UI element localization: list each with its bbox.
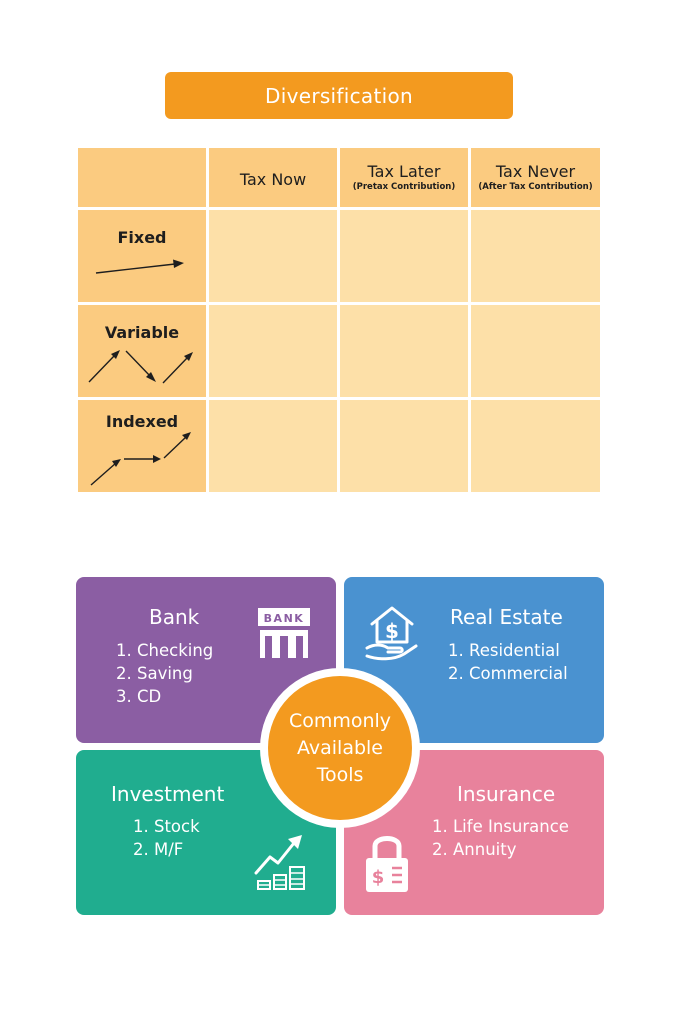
table-cell <box>340 210 468 302</box>
list-item: 2. M/F <box>133 840 184 859</box>
column-title: Tax Never <box>495 162 576 181</box>
column-title: Tax Now <box>239 170 307 189</box>
list-item: 2. Saving <box>116 664 193 683</box>
padlock-dollar-icon: $ <box>366 836 408 892</box>
list-item: 2. Commercial <box>448 664 568 683</box>
tool-title: Investment <box>111 782 225 806</box>
row-title: Fixed <box>117 228 167 247</box>
tool-item-list: 1. Life Insurance 2. Annuity <box>432 815 569 861</box>
row-header-fixed: Fixed <box>78 210 206 302</box>
tool-item-list: 1. Stock 2. M/F <box>133 815 200 861</box>
table-cell <box>471 305 600 397</box>
column-title: Tax Later <box>367 162 441 181</box>
bank-icon-label: BANK <box>264 612 305 625</box>
straight-arrow-icon <box>95 259 184 274</box>
bank-icon: BANK <box>258 608 310 658</box>
list-item: 1. Checking <box>116 641 214 660</box>
center-line: Tools <box>316 763 364 786</box>
column-header-tax-later: Tax Later (Pretax Contribution) <box>340 148 468 207</box>
growth-chart-icon <box>254 835 305 890</box>
table-cell <box>209 400 337 492</box>
tool-item-list: 1. Checking 2. Saving 3. CD <box>116 639 213 708</box>
page-title: Diversification <box>265 83 413 108</box>
row-header-variable: Variable <box>78 305 206 397</box>
tool-item-list: 1. Residential 2. Commercial <box>448 639 568 685</box>
svg-text:$: $ <box>372 867 385 888</box>
center-circle: Commonly Available Tools <box>268 676 412 820</box>
column-header-tax-now: Tax Now <box>209 148 337 207</box>
row-header-indexed: Indexed <box>78 400 206 492</box>
column-subtitle: (Pretax Contribution) <box>352 182 456 192</box>
tool-title: Insurance <box>457 782 556 806</box>
list-item: 1. Stock <box>133 817 200 836</box>
table-cell <box>340 305 468 397</box>
house-in-hand-icon: $ <box>365 606 418 661</box>
list-item: 3. CD <box>116 687 162 706</box>
title-banner: Diversification <box>165 72 513 119</box>
center-line: Available <box>296 736 383 759</box>
table-cell <box>209 305 337 397</box>
row-title: Variable <box>104 323 180 342</box>
table-cell <box>471 210 600 302</box>
svg-text:$: $ <box>385 619 399 643</box>
center-line: Commonly <box>288 709 392 732</box>
list-item: 2. Annuity <box>432 840 517 859</box>
stepped-arrows-icon <box>90 432 191 486</box>
list-item: 1. Life Insurance <box>432 817 569 836</box>
table-cell <box>471 400 600 492</box>
column-subtitle: (After Tax Contribution) <box>478 182 593 192</box>
list-item: 1. Residential <box>448 641 560 660</box>
table-cell <box>209 210 337 302</box>
tool-title: Real Estate <box>450 605 563 629</box>
tool-title: Bank <box>149 605 200 629</box>
table-cell <box>340 400 468 492</box>
zigzag-arrows-icon <box>88 350 193 384</box>
column-header-tax-never: Tax Never (After Tax Contribution) <box>471 148 600 207</box>
row-title: Indexed <box>105 412 179 431</box>
table-corner-cell <box>78 148 206 207</box>
